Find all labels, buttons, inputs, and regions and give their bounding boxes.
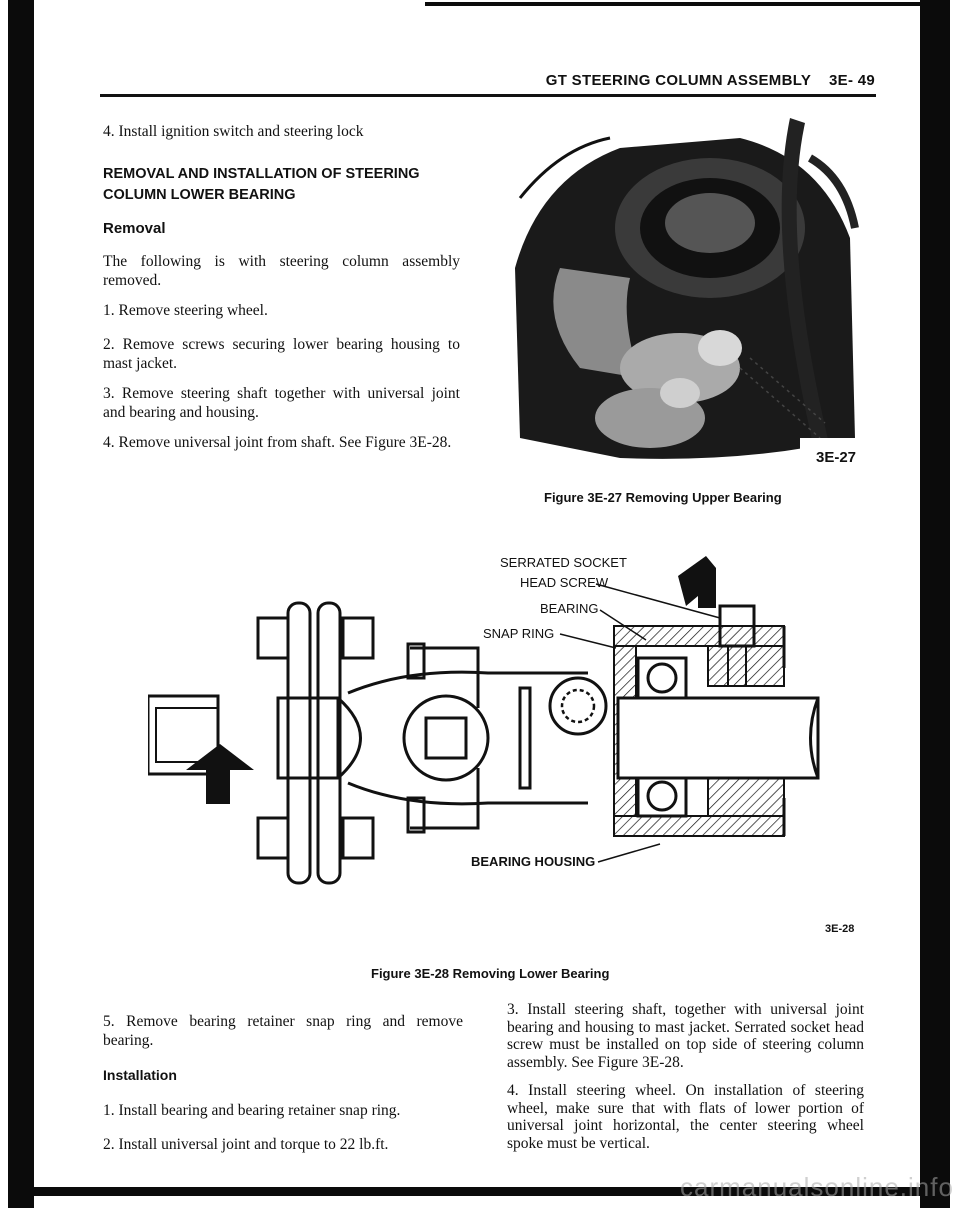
removal-heading: Removal xyxy=(103,220,166,237)
callout-bearing-housing: BEARING HOUSING xyxy=(471,854,595,869)
section-heading-line1: REMOVAL AND INSTALLATION OF STEERING xyxy=(103,166,420,182)
header-title: GT STEERING COLUMN ASSEMBLY xyxy=(545,72,812,89)
figure-3e-28-label: 3E-28 xyxy=(825,923,855,935)
step-4-ignition: 4. Install ignition switch and steering … xyxy=(103,123,364,140)
figure-3e-28-caption: Figure 3E-28 Removing Lower Bearing xyxy=(371,966,610,981)
figure-3e-27-caption: Figure 3E-27 Removing Upper Bearing xyxy=(544,490,782,505)
arrow-down-icon xyxy=(678,556,716,608)
callout-snap-ring: SNAP RING xyxy=(483,626,554,641)
removal-intro: The following is with steering column as… xyxy=(103,253,460,289)
watermark: carmanualsonline.info xyxy=(680,1172,954,1202)
callout-bearing: BEARING xyxy=(540,601,599,616)
install-step-4: 4. Install steering wheel. On installati… xyxy=(507,1082,864,1152)
removal-step-5: 5. Remove bearing retainer snap ring and… xyxy=(103,1013,463,1049)
right-binding-bar xyxy=(920,0,950,1208)
installation-heading: Installation xyxy=(103,1067,177,1083)
install-step-1: 1. Install bearing and bearing retainer … xyxy=(103,1102,401,1119)
callout-serrated-socket: SERRATED SOCKET xyxy=(500,555,627,570)
install-step-2: 2. Install universal joint and torque to… xyxy=(103,1136,389,1153)
arrow-up-icon xyxy=(186,744,254,804)
bottom-edge-bar xyxy=(30,1187,925,1196)
removal-step-2: 2. Remove screws securing lower bearing … xyxy=(103,336,460,372)
removal-step-1: 1. Remove steering wheel. xyxy=(103,302,268,319)
top-edge-bar xyxy=(425,2,925,6)
section-heading-line2: COLUMN LOWER BEARING xyxy=(103,187,296,203)
removal-step-4: 4. Remove universal joint from shaft. Se… xyxy=(103,434,452,451)
install-step-3: 3. Install steering shaft, together with… xyxy=(507,1001,864,1071)
figure-3e-27-photo: 3E-27 xyxy=(500,118,865,468)
figure-3e-28-diagram: SERRATED SOCKET HEAD SCREW BEARING SNAP … xyxy=(148,555,820,885)
header-rule xyxy=(100,94,876,97)
section-heading: REMOVAL AND INSTALLATION OF STEERING COL… xyxy=(103,164,473,206)
left-binding-bar xyxy=(8,0,34,1208)
figure-3e-27-label: 3E-27 xyxy=(816,449,856,466)
callout-head-screw: HEAD SCREW xyxy=(520,575,609,590)
removal-step-3: 3. Remove steering shaft together with u… xyxy=(103,385,460,421)
header-page-ref: 3E- 49 xyxy=(829,72,875,89)
page-header: GT STEERING COLUMN ASSEMBLY 3E- 49 xyxy=(430,72,875,89)
